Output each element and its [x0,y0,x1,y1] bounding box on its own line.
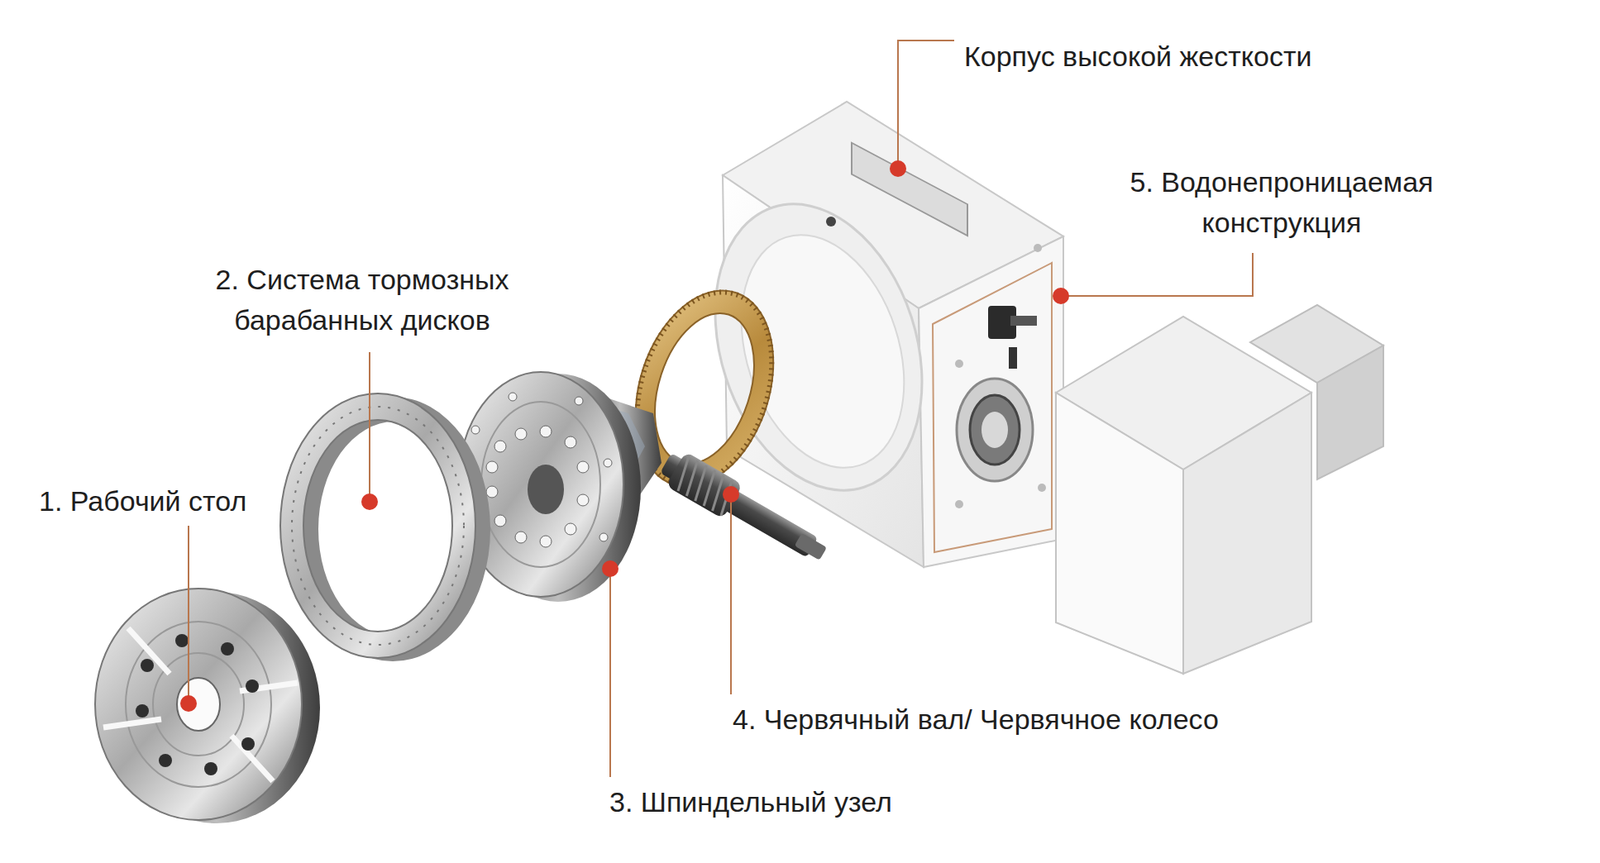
work-table [175,634,189,648]
work-table [176,678,220,731]
spindle-assembly [515,531,527,544]
spindle-assembly [486,486,498,498]
spindle-assembly [471,392,612,559]
work-table [241,737,255,751]
work-table [158,754,172,768]
housing [955,500,964,509]
housing [826,216,836,227]
housing [851,143,968,236]
leader-line [897,40,955,169]
callout-dot [180,160,1070,712]
housing [1010,315,1037,326]
callout-dot [180,695,197,712]
worm-shaft [670,455,740,516]
part-label: 2. Система тормозных барабанных дисков [188,259,536,342]
spindle-assembly [481,401,601,568]
callout-dot [722,486,740,503]
housing [1008,347,1018,369]
spindle-assembly [527,464,564,515]
work-table [135,634,259,776]
housing [981,411,1008,449]
spindle-assembly [603,458,612,468]
work-table [245,679,259,693]
work-table [135,704,149,718]
brake-disc [291,406,464,645]
work-table [128,628,170,674]
leader-line [1060,253,1253,297]
work-table [220,642,235,656]
motor-cover [1183,392,1312,674]
housing [955,359,964,368]
work-table [103,628,298,782]
motor-cover [1055,392,1184,674]
work-table [204,762,218,776]
part-label: 5. Водонепроницаемая конструкция [1099,162,1464,244]
spindle-assembly [539,425,552,438]
spindle-assembly [515,428,527,440]
callout-dot [361,493,378,511]
spindle-assembly [508,392,517,402]
worm-shaft [655,445,834,572]
spindle-assembly [486,461,498,473]
housing [969,395,1020,465]
brake-disc [280,393,476,659]
motor-cover [1055,305,1384,674]
spindle-assembly [494,515,507,527]
work-table [125,621,272,788]
leader-line [730,494,732,695]
housing [956,378,1033,482]
spindle-assembly [564,523,577,535]
spindle-assembly [494,440,507,453]
part-label: 3. Шпиндельный узел [609,782,893,823]
brake-disc [280,393,491,662]
spindle-assembly [577,494,589,507]
leader-line [188,40,1253,778]
housing [932,262,1052,553]
work-table [103,719,162,728]
work-table [231,735,273,782]
leader-line [187,525,190,704]
work-table [140,659,154,673]
housing [1037,483,1046,492]
spindle-assembly [574,396,583,406]
housing [680,101,1064,568]
part-label: 4. Червячный вал/ Червячное колесо [732,699,1219,741]
part-label: 1. Рабочий стол [38,481,247,522]
spindle-assembly [471,425,480,435]
motor-cover [1317,345,1384,480]
callout-dot [1052,287,1070,305]
leader-line [609,568,612,778]
housing [1033,243,1042,253]
callout-dot [889,160,907,177]
spindle-assembly [577,461,589,473]
spindle-assembly [458,372,662,602]
work-table [95,588,320,824]
housing [918,236,1064,568]
work-table [95,588,302,821]
part-label: Корпус высокой жесткости [964,36,1312,77]
worm-shaft [713,480,740,516]
spindle-assembly [539,535,552,548]
spindle-assembly [599,533,608,542]
worm-shaft [794,533,827,561]
callout-dot [601,560,619,578]
spindle-assembly [564,436,577,449]
leader-line [368,352,371,502]
